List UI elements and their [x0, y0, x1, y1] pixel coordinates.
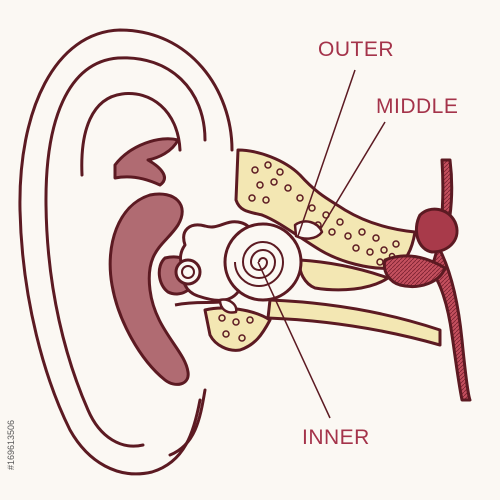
eustachian-tube — [266, 298, 442, 347]
inner-leader-line — [257, 261, 331, 419]
blood-vessel — [382, 158, 472, 402]
outer-leader-line — [297, 69, 356, 237]
cochlea — [223, 222, 303, 302]
middle-leader-line — [319, 121, 386, 231]
temporal-bone-lower — [203, 258, 390, 352]
label-outer: OUTER — [318, 38, 394, 61]
leader-lines — [257, 69, 386, 419]
watermark-id: #169613506 — [6, 420, 16, 470]
outer-ear-auricle — [18, 28, 234, 476]
bone-pores-lower — [218, 314, 254, 342]
label-middle: MIDDLE — [376, 95, 458, 118]
label-inner: INNER — [302, 426, 370, 449]
